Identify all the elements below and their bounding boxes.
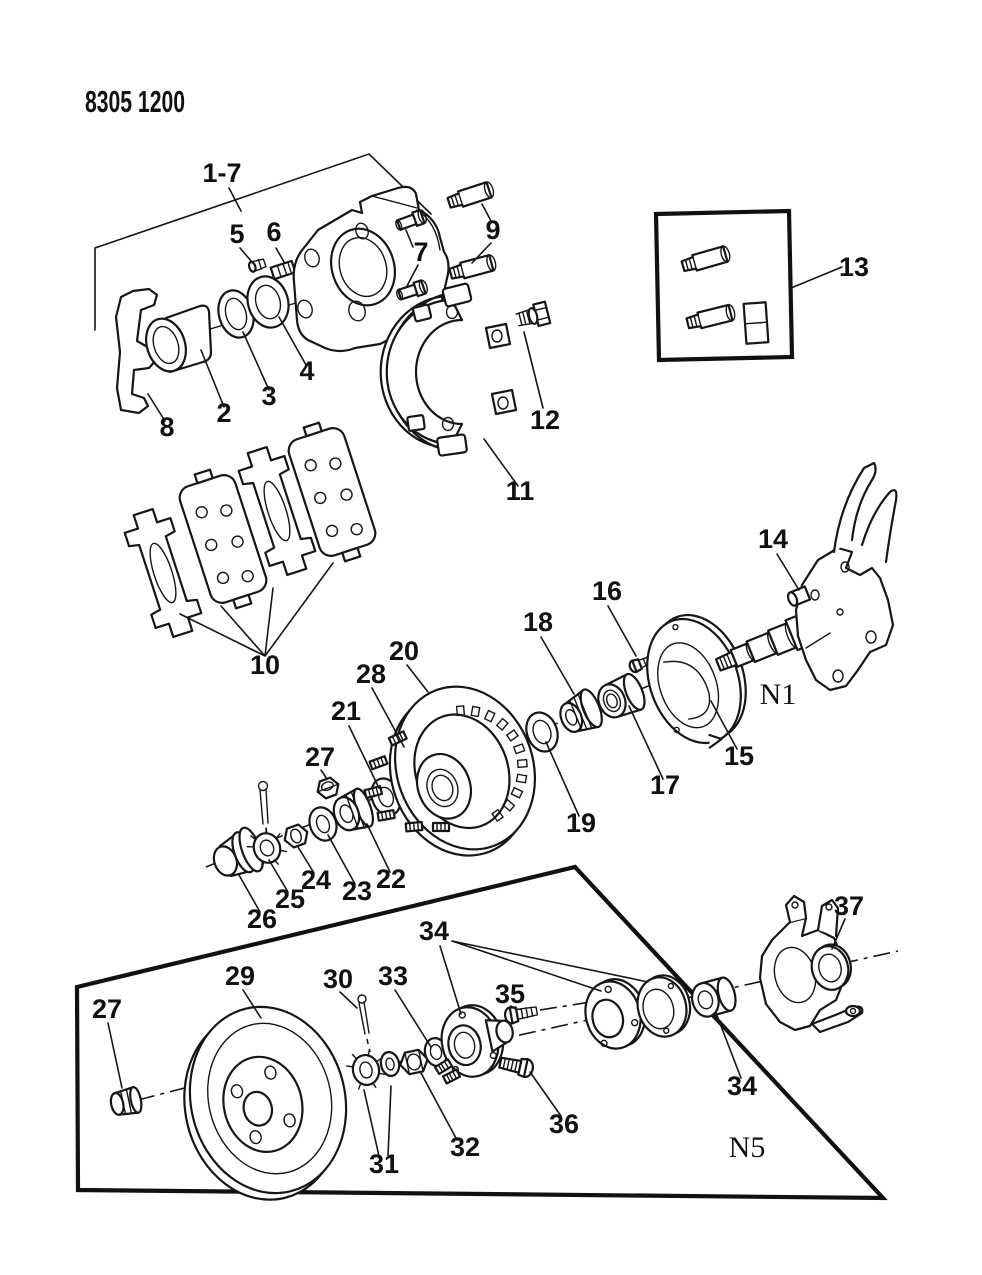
wheel-studs <box>363 730 451 833</box>
serrated-stud <box>498 1056 534 1079</box>
rear-nut-retainer <box>346 1050 385 1090</box>
callout-17: 17 <box>650 770 680 800</box>
cotter-pin-rear <box>357 994 371 1053</box>
callout-14: 14 <box>758 524 788 554</box>
callout-34-top: 34 <box>419 916 449 946</box>
rear-hub <box>433 1004 514 1085</box>
pad-outer <box>287 421 377 563</box>
callout-24: 24 <box>301 865 331 895</box>
acorn-nut <box>316 776 340 800</box>
outer-bearing <box>332 787 374 832</box>
callout-25: 25 <box>275 884 305 914</box>
callout-13: 13 <box>839 252 869 282</box>
callout-11: 11 <box>506 476 535 506</box>
steering-stop <box>786 585 812 607</box>
bleeder-screw <box>247 258 267 273</box>
guide-pin-lower <box>448 253 497 280</box>
bearing-retainer-plate <box>584 978 647 1050</box>
hub-seal-ring <box>636 974 692 1038</box>
callout-20: 20 <box>389 636 419 666</box>
callout-15: 15 <box>724 741 754 771</box>
callout-2: 2 <box>216 398 231 428</box>
callout-30: 30 <box>323 964 353 994</box>
rear-washer-small <box>379 1051 401 1077</box>
spindle-nut <box>283 823 309 849</box>
callout-3: 3 <box>261 381 276 411</box>
callout-10: 10 <box>250 650 280 680</box>
kit-clip <box>742 301 770 345</box>
rear-spindle-nut <box>399 1048 429 1076</box>
callout-36: 36 <box>549 1109 579 1139</box>
callout-8: 8 <box>159 412 174 442</box>
hardware-kit-box <box>653 208 795 363</box>
callout-21: 21 <box>331 696 361 726</box>
callout-12: 12 <box>530 405 560 435</box>
callout-29: 29 <box>225 961 255 991</box>
knuckle-upper <box>786 461 898 692</box>
callout-1-7: 1-7 <box>202 158 241 188</box>
callout-34-bottom: 34 <box>727 1071 757 1101</box>
pad-shim-outer <box>123 507 203 639</box>
caliper-group-bracket <box>94 153 432 331</box>
callout-18: 18 <box>523 607 553 637</box>
kit-pin-2 <box>685 303 736 330</box>
callout-19: 19 <box>566 808 596 838</box>
knuckle-seal <box>810 943 853 991</box>
callout-33: 33 <box>378 961 408 991</box>
labels: 8305 1200 1-7 5 6 7 9 2 3 4 8 10 11 12 1… <box>85 84 869 1179</box>
adapter-bolt <box>515 300 552 328</box>
callout-35: 35 <box>495 979 525 1009</box>
callout-23: 23 <box>342 876 372 906</box>
rear-wheel-bearing <box>690 976 737 1018</box>
callout-32: 32 <box>450 1132 480 1162</box>
caliper-adapter <box>379 282 552 457</box>
anti-rattle-clip <box>114 287 159 415</box>
solid-rotor <box>183 1005 348 1201</box>
callout-5: 5 <box>229 219 244 249</box>
guide-pin-upper <box>446 181 495 209</box>
piston-boot <box>246 275 290 329</box>
piston-seal <box>217 289 255 339</box>
nut-retainer <box>246 827 288 869</box>
dust-shield <box>646 613 747 749</box>
retaining-screw <box>628 655 655 674</box>
callout-27-mid: 27 <box>305 742 335 772</box>
rotor-vents <box>455 705 528 823</box>
callout-37: 37 <box>834 891 864 921</box>
bearing-race <box>597 672 646 719</box>
caliper-piston <box>144 304 213 374</box>
vented-rotor-hub <box>388 685 537 857</box>
callout-27-bottom: 27 <box>92 994 122 1024</box>
callout-9: 9 <box>485 215 500 245</box>
pad-shim-inner <box>237 445 317 577</box>
callout-4: 4 <box>299 356 314 386</box>
callout-7: 7 <box>413 237 428 267</box>
callout-26: 26 <box>247 904 277 934</box>
callout-16: 16 <box>592 576 622 606</box>
pad-inner <box>178 468 268 610</box>
caliper-bolt-upper <box>395 208 427 231</box>
callout-6: 6 <box>266 217 281 247</box>
callout-22: 22 <box>376 864 406 894</box>
lower-panel <box>74 864 888 1201</box>
brake-pad-set <box>123 421 377 639</box>
caliper-bolt-lower <box>396 279 429 301</box>
section-label-n5: N5 <box>729 1131 766 1164</box>
kit-pin-1 <box>680 245 731 273</box>
front-hub-rotor-assembly <box>212 461 898 878</box>
section-label-n1: N1 <box>760 678 797 711</box>
lug-nut <box>109 1086 143 1116</box>
caliper-assembly <box>94 153 497 415</box>
caliper-pin <box>269 259 297 281</box>
callout-leaders <box>107 187 846 1157</box>
callout-28: 28 <box>356 659 386 689</box>
page-code: 8305 1200 <box>85 84 185 119</box>
panel-border <box>74 864 888 1201</box>
callout-31: 31 <box>369 1149 399 1179</box>
